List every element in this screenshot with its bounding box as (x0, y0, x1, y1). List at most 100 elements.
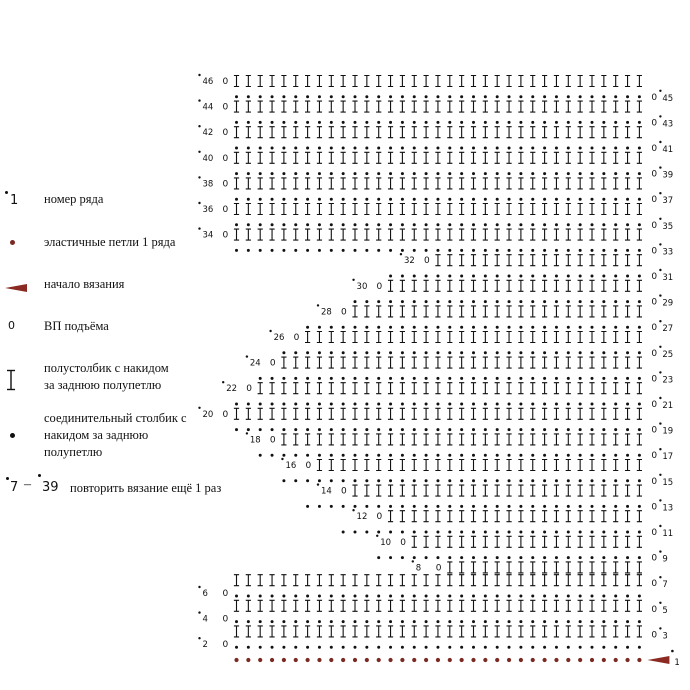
hdc-stitch (328, 74, 334, 88)
hdc-stitch (233, 126, 240, 139)
sl-stitch (400, 197, 404, 201)
sl-stitch (519, 402, 523, 406)
hdc-stitch (494, 151, 500, 164)
sl-stitch (460, 402, 464, 406)
row-label: 30 (357, 282, 368, 292)
sl-stitch (543, 274, 547, 278)
sl-stitch (306, 645, 310, 649)
hdc-stitch (364, 177, 370, 190)
sl-stitch (495, 645, 499, 649)
hdc-stitch (305, 407, 311, 420)
sl-stitch (590, 428, 594, 432)
sl-stitch (460, 351, 464, 355)
hdc-stitch (613, 305, 619, 318)
hdc-stitch (459, 254, 465, 267)
hdc-stitch (387, 177, 394, 190)
hdc-stitch (494, 574, 500, 587)
sl-stitch (637, 556, 641, 560)
sl-stitch (365, 248, 369, 252)
sl-stitch (246, 120, 250, 124)
hdc-stitch (305, 202, 311, 216)
sl-stitch (614, 300, 618, 304)
sl-stitch (637, 620, 641, 624)
hdc-stitch (387, 484, 394, 497)
hdc-stitch (601, 254, 607, 267)
hdc-stitch (316, 458, 323, 472)
hdc-stitch (577, 561, 583, 574)
sl-stitch (270, 95, 274, 99)
row-label-dot (198, 73, 201, 77)
hdc-stitch (364, 74, 370, 88)
sl-stitch (626, 248, 630, 252)
sl-stitch (317, 95, 321, 99)
chain-mark: 0 (341, 487, 347, 497)
sl-stitch (282, 351, 286, 355)
sl-stitch (590, 402, 594, 406)
chain-mark: 0 (651, 349, 657, 359)
hdc-stitch (305, 574, 311, 587)
hdc-stitch (542, 305, 548, 318)
hdc-stitch (233, 100, 240, 113)
row-label-dot (659, 345, 662, 348)
hdc-stitch (387, 574, 394, 587)
sl-stitch (531, 325, 535, 329)
sl-stitch (317, 172, 321, 176)
sl-stitch (258, 402, 262, 406)
hdc-stitch (364, 407, 370, 420)
sl-stitch (306, 594, 310, 598)
sl-stitch (460, 300, 464, 304)
hdc-stitch (482, 330, 488, 344)
row-label: 16 (285, 461, 296, 471)
sl-stitch (519, 645, 523, 649)
hdc-stitch (577, 382, 583, 395)
row-label: 21 (662, 401, 673, 411)
sl-stitch (353, 453, 357, 457)
hdc-stitch (565, 574, 571, 587)
hdc-stitch (459, 407, 465, 420)
hdc-stitch (387, 356, 394, 369)
chain-mark: 0 (651, 144, 657, 154)
row-label: 40 (203, 154, 214, 164)
sl-stitch (341, 120, 345, 124)
hdc-stitch (589, 574, 595, 587)
sl-stitch (353, 95, 357, 99)
start-triangle-icon (5, 284, 27, 292)
sl-stitch (306, 428, 310, 432)
row-8: 08 (411, 560, 642, 574)
hdc-stitch (613, 535, 619, 548)
sl-stitch (412, 556, 416, 560)
hdc-stitch (589, 510, 595, 523)
sl-stitch (365, 376, 369, 380)
sl-stitch (614, 248, 618, 252)
sl-stitch (294, 479, 298, 483)
sl-stitch (460, 248, 464, 252)
hdc-stitch (376, 407, 382, 420)
sl-stitch (602, 325, 606, 329)
hdc-stitch (589, 177, 595, 190)
hdc-stitch (624, 254, 631, 267)
hdc-stitch (565, 561, 571, 574)
sl-stitch (436, 645, 440, 649)
sl-stitch (365, 594, 369, 598)
sl-stitch (317, 479, 321, 483)
sl-stitch (519, 248, 523, 252)
hdc-stitch (233, 599, 240, 612)
hdc-stitch (636, 535, 642, 548)
sl-stitch (329, 645, 333, 649)
sl-stitch (389, 453, 393, 457)
sl-stitch (377, 223, 381, 227)
hdc-stitch (494, 484, 500, 497)
sl-stitch (412, 248, 416, 252)
row-4: 04 (198, 611, 641, 625)
hdc-stitch (470, 279, 477, 292)
sl-stitch (543, 146, 547, 150)
sl-stitch (614, 146, 618, 150)
sl-stitch (554, 479, 558, 483)
hdc-stitch (624, 305, 631, 318)
chain-mark: 0 (223, 128, 229, 138)
sl-stitch (353, 402, 357, 406)
hdc-stitch (565, 177, 571, 190)
sl-stitch (389, 594, 393, 598)
